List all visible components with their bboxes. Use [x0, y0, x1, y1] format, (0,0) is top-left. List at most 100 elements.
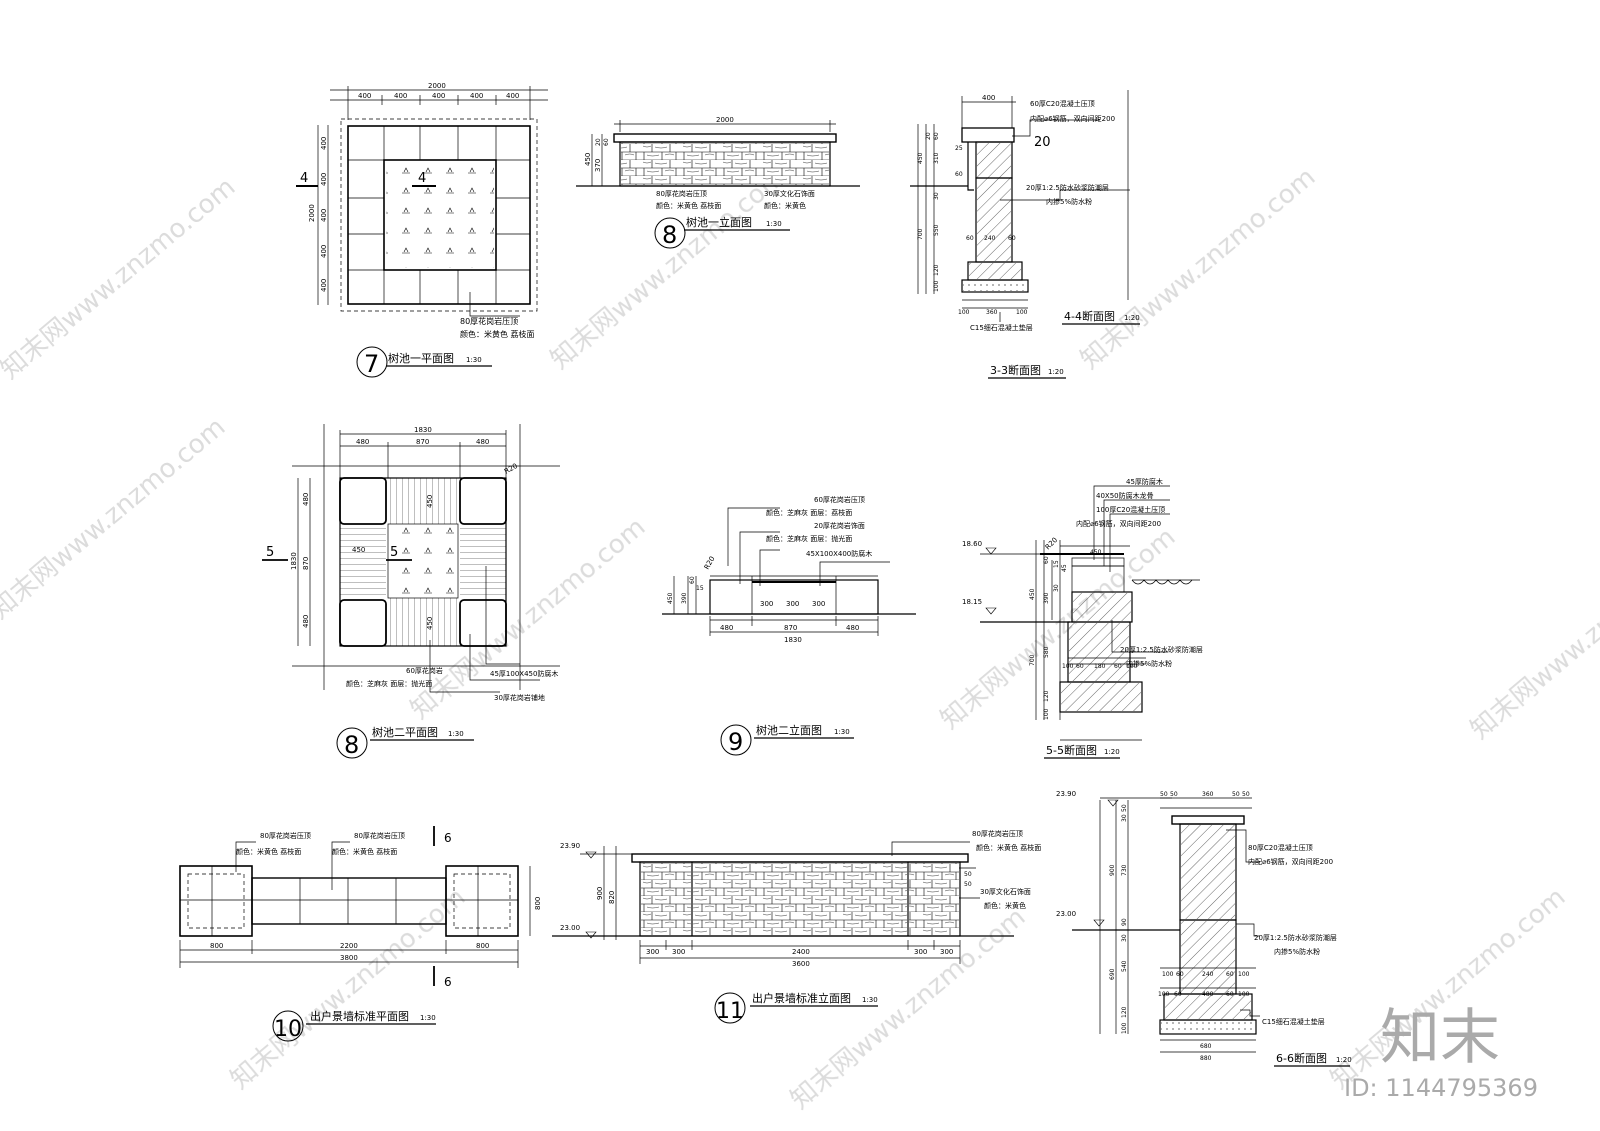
section-5-5: 45厚防腐木 40X50防腐木龙骨 100厚C20混凝土压顶 内配⌀6钢筋，双向…	[962, 477, 1203, 759]
dim: 400	[320, 245, 328, 258]
note: 45厚防腐木	[1126, 477, 1163, 486]
image-id: ID: 1144795369	[1344, 1074, 1538, 1102]
dim: 400	[394, 92, 407, 100]
view-title: 3-3断面图	[990, 363, 1041, 377]
view-number-circle	[654, 217, 686, 249]
dim: 800	[476, 942, 489, 950]
note: 40X50防腐木龙骨	[1096, 491, 1154, 500]
dim: 120	[933, 264, 940, 276]
dim: 300	[812, 600, 825, 608]
section-mark: 4	[300, 171, 308, 186]
view-title: 出户景墙标准立面图	[752, 991, 851, 1005]
level: 23.00	[560, 924, 580, 932]
dim: 180	[1094, 663, 1106, 670]
note: 60厚花岗岩压顶	[814, 495, 865, 504]
note: 80厚花岗岩压顶	[972, 829, 1023, 838]
dim: 30	[1121, 814, 1128, 822]
dim: 900	[1109, 864, 1116, 876]
note: 内配⌀6钢筋，双向间距200	[1248, 857, 1333, 866]
dim: 15	[696, 585, 704, 592]
section-mark: 6	[444, 975, 452, 989]
view-scale: 1:30	[466, 356, 482, 364]
dim: 2400	[792, 948, 810, 956]
dim: 60	[1226, 991, 1234, 998]
dim: 480	[302, 493, 310, 506]
watermark-text: 知末网www.znzmo.com	[1465, 532, 1600, 745]
dim: 480	[302, 615, 310, 628]
note: 颜色：米黄色 荔枝面	[236, 847, 301, 856]
dim: 30	[1053, 584, 1060, 592]
section-mark: 6	[444, 831, 452, 845]
note: 内配⌀6钢筋，双向间距200	[1076, 519, 1161, 528]
watermark-text: 知末网www.znzmo.com	[1075, 162, 1321, 375]
dim: 480	[720, 624, 733, 632]
note: 内掺5%防水粉	[1274, 947, 1320, 956]
dim: 880	[1200, 1055, 1212, 1062]
dim: 60	[1043, 556, 1050, 564]
dim: 360	[1202, 791, 1214, 798]
dim: 540	[1121, 960, 1128, 972]
dim-total: 3600	[792, 960, 810, 968]
view-scale: 1:30	[862, 996, 878, 1004]
dim: 480	[846, 624, 859, 632]
dim: 100	[1158, 991, 1170, 998]
brand-logo-text: 知末	[1380, 1003, 1500, 1073]
view-scale: 1:30	[834, 728, 850, 736]
dim: 50	[964, 871, 972, 878]
view-8-tree-pit-1-elevation: 2000 450 370 20 60 80厚花岗岩压顶 颜色：米黄色 荔枝面 3…	[576, 116, 860, 249]
dim: 30	[1121, 934, 1128, 942]
dim: 60	[603, 138, 610, 146]
view-scale: 1:20	[1124, 314, 1140, 322]
note: C15细石混凝土垫层	[1262, 1017, 1325, 1026]
dim: 300	[786, 600, 799, 608]
note: 60厚C20混凝土压顶	[1030, 99, 1095, 108]
view-7-tree-pit-1-plan: 2000 400 400 400 400 400 2000 400 400 40…	[296, 82, 548, 378]
note: 60厚花岗岩	[406, 666, 443, 675]
dim: 50	[1242, 791, 1250, 798]
view-number-circle	[356, 346, 388, 378]
dim: 400	[358, 92, 371, 100]
dim: 680	[1200, 1043, 1212, 1050]
dim: 400	[470, 92, 483, 100]
dim: 240	[1202, 971, 1214, 978]
section-mark: 5	[390, 545, 398, 560]
mark: 20	[1034, 135, 1051, 150]
dim: 450	[426, 495, 434, 508]
note: 颜色：米黄色	[764, 201, 806, 210]
note: 20厚1:2.5防水砂浆防潮层	[1120, 645, 1203, 654]
note: 颜色：米黄色 荔枝面	[656, 201, 721, 210]
dim: 60	[1174, 991, 1182, 998]
dim: 15	[1053, 560, 1060, 568]
section-mark: 4	[418, 171, 426, 186]
view-number: 10	[274, 1017, 302, 1042]
view-title: 出户景墙标准平面图	[310, 1009, 409, 1023]
note: 80厚花岗岩压顶	[354, 831, 405, 840]
dim: 100	[958, 309, 970, 316]
view-10-wall-plan: 80厚花岗岩压顶 颜色：米黄色 荔枝面 80厚花岗岩压顶 颜色：米黄色 荔枝面 …	[179, 826, 542, 1042]
dim-total: 3800	[340, 954, 358, 962]
dim: 60	[1114, 663, 1122, 670]
view-number-circle	[714, 992, 746, 1024]
dim: 2200	[340, 942, 358, 950]
dim: 60	[689, 576, 696, 584]
dim: 480	[476, 438, 489, 446]
note: 30厚文化石饰面	[980, 887, 1031, 896]
dim: 60	[966, 235, 974, 242]
dim: 25	[955, 145, 963, 152]
view-scale: 1:30	[420, 1014, 436, 1022]
section-6-6: 50 50 360 50 50 23.90 23.00 80厚C20混凝土压顶 …	[1056, 790, 1352, 1067]
dim: 390	[681, 592, 688, 604]
dim: 50	[964, 881, 972, 888]
dim: 100	[1016, 309, 1028, 316]
dim-total: 1830	[414, 426, 432, 434]
dim: 310	[933, 152, 940, 164]
dim: 300	[672, 948, 685, 956]
dim: 100	[1121, 1022, 1128, 1034]
note: 80厚花岗岩压顶	[460, 316, 518, 326]
view-8-tree-pit-2-plan: 1830 480 870 480 R20 1830 480 870 480 45…	[262, 424, 560, 759]
note: 30厚花岗岩铺地	[494, 693, 545, 702]
dim: 100	[933, 280, 940, 292]
dim: 700	[917, 228, 924, 240]
dim: 100	[1162, 971, 1174, 978]
note: 颜色：米黄色 荔枝面	[332, 847, 397, 856]
